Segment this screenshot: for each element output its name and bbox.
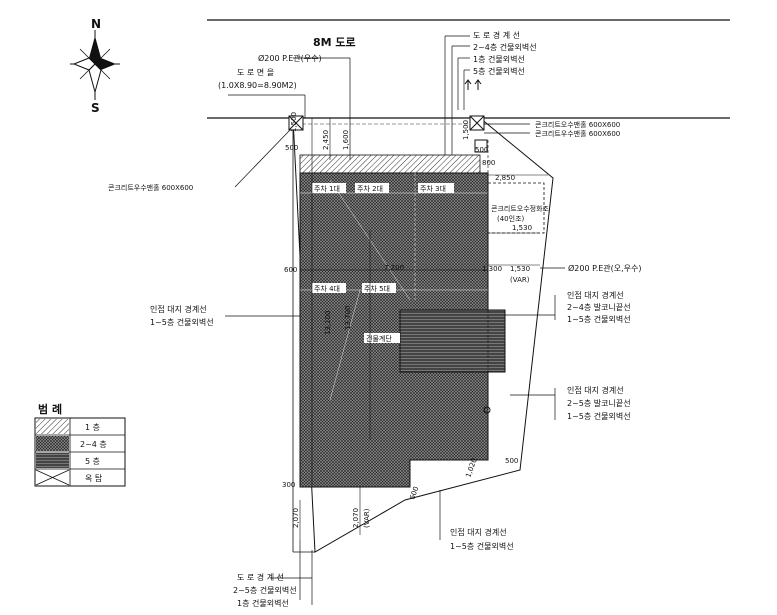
dim-1530b: 1,530 (510, 265, 530, 273)
dim-1600: 1,600 (342, 130, 350, 150)
dim-600b: 600 (408, 485, 420, 500)
floor-1-band (299, 154, 481, 174)
parking-5-label: 주차 5대 (364, 284, 390, 293)
dim-600: 600 (284, 266, 297, 274)
bottom-line-1-label: 1층 건물외벽선 (237, 598, 289, 608)
dim-2070a: 2,070 (292, 508, 300, 528)
legend-label-2: 2~4 층 (80, 440, 107, 449)
adj-left-label-1: 인접 대지 경계선 (150, 304, 207, 314)
legend-label-5: 5 층 (85, 457, 100, 466)
legend-swatch-rooftop (35, 469, 70, 486)
dim-500b: 500 (475, 146, 488, 154)
dim-7200: 7,200 (384, 264, 404, 272)
dim-1530: 1,530 (512, 224, 532, 232)
compass-south-label: S (91, 101, 100, 115)
adj-b-label-1: 인접 대지 경계선 (567, 385, 624, 395)
septic-label-2: (40인조) (497, 214, 525, 223)
compass-north-label: N (91, 17, 101, 31)
pe-pipe-sewer-label: Ø200 P.E관(오,우수) (568, 263, 642, 273)
road: 8M 도로 (207, 19, 730, 125)
road-area-label: 도 로 면 을 (237, 67, 274, 77)
floor-5-area (399, 309, 506, 373)
dim-1500b: 1,500 (462, 120, 470, 140)
legend-title: 범 례 (38, 402, 62, 416)
right-annotations: 콘크리트오수맨홀 600X600 콘크리트우수맨홀 600X600 Ø200 P… (484, 120, 642, 421)
dim-500a: 500 (285, 144, 298, 152)
road-title: 8M 도로 (313, 36, 356, 49)
bottom-line-2-5-label: 2~5층 건물외벽선 (233, 585, 297, 595)
septic-label-1: 콘크리트오수정화조 (491, 204, 550, 213)
top-annotations: Ø200 P.E관(우수) 도 로 면 을 (1.0X8.90=8.90M2) … (218, 30, 537, 160)
building-footprint (299, 154, 506, 488)
bottom-road-boundary-label: 도 로 경 계 선 (237, 572, 284, 582)
dim-var1: (VAR) (510, 276, 530, 284)
adj-left-label-2: 1~5층 건물외벽선 (150, 317, 214, 327)
parking-2-label: 주차 2대 (357, 184, 383, 193)
adj-b-label-3: 1~5층 건물외벽선 (567, 411, 631, 421)
dim-13100: 13,100 (324, 311, 332, 336)
parking-4-label: 주차 4대 (314, 284, 340, 293)
dimension-lines (299, 118, 548, 540)
manhole-left-label: 콘크리트우수맨홀 600X600 (108, 183, 193, 192)
legend-label-1: 1 층 (85, 423, 100, 432)
dim-2070b: 2,070 (352, 508, 360, 528)
manhole-rain-label: 콘크리트우수맨홀 600X600 (535, 129, 620, 138)
north-arrow-icon: N S (70, 17, 120, 115)
top-road-boundary-label: 도 로 경 계 선 (473, 30, 520, 40)
adj-b-label-2: 2~5층 발코니끝선 (567, 398, 631, 408)
manhole-sewer-label: 콘크리트오수맨홀 600X600 (535, 120, 620, 129)
legend: 범 례 1 층 2~4 층 5 층 옥 탑 (34, 402, 126, 487)
dim-300: 300 (282, 481, 295, 489)
dimension-texts: 1,500 2,450 1,600 1,500 500 500 600 800 … (282, 112, 532, 528)
dim-13700: 13,700 (344, 306, 352, 331)
legend-label-rooftop: 옥 탑 (85, 474, 103, 483)
parking-3-label: 주차 3대 (420, 184, 446, 193)
bottom-annotations: 인접 대지 경계선 1~5층 건물외벽선 도 로 경 계 선 2~5층 건물외벽… (233, 490, 514, 608)
dim-1500a: 1,500 (290, 112, 298, 132)
top-line-5-label: 5층 건물외벽선 (473, 66, 525, 76)
dim-1300: 1,300 (482, 265, 502, 273)
top-line-2-4-label: 2~4층 건물외벽선 (473, 42, 537, 52)
legend-swatch-5 (36, 453, 69, 468)
dim-2850: 2,850 (495, 174, 515, 182)
adj-bottom-label-1: 인접 대지 경계선 (450, 527, 507, 537)
road-area-value: (1.0X8.90=8.90M2) (218, 81, 297, 90)
pe-pipe-rain-label: Ø200 P.E관(우수) (258, 53, 322, 63)
dim-800: 800 (482, 159, 495, 167)
adj-bottom-label-2: 1~5층 건물외벽선 (450, 541, 514, 551)
dim-500c: 500 (505, 457, 518, 465)
adj-a-label-2: 2~4층 발코니끝선 (567, 302, 631, 312)
dim-var2: (VAR) (363, 508, 371, 528)
stair-label: 건물계단 (366, 334, 392, 343)
parking-labels: 주차 1대 주차 2대 주차 3대 주차 4대 주차 5대 건물계단 (312, 183, 454, 343)
left-annotations: 콘크리트우수맨홀 600X600 인접 대지 경계선 1~5층 건물외벽선 (108, 129, 300, 327)
adj-a-label-3: 1~5층 건물외벽선 (567, 314, 631, 324)
parking-1-label: 주차 1대 (314, 184, 340, 193)
top-line-1-label: 1층 건물외벽선 (473, 54, 525, 64)
adj-a-label-1: 인접 대지 경계선 (567, 290, 624, 300)
dim-2450: 2,450 (322, 130, 330, 150)
legend-swatch-1 (36, 419, 69, 434)
legend-swatch-2 (36, 436, 69, 451)
